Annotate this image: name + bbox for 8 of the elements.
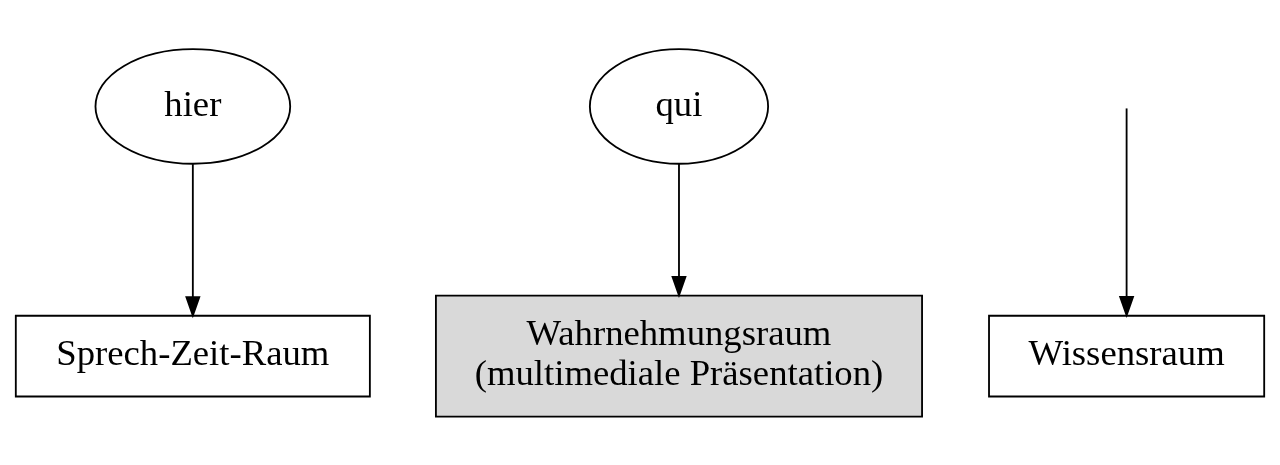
arrow (671, 162, 687, 298)
node-box: Sprech-Zeit-Raum (14, 314, 371, 397)
node-ellipse: hier (94, 47, 292, 165)
node-box: Wahrnehmungsraum (multimediale Präsentation) (435, 294, 923, 418)
arrow (1118, 107, 1135, 318)
node-box: Wissensraum (988, 314, 1266, 397)
arrow (185, 162, 201, 318)
node-ellipse: qui (588, 47, 769, 165)
